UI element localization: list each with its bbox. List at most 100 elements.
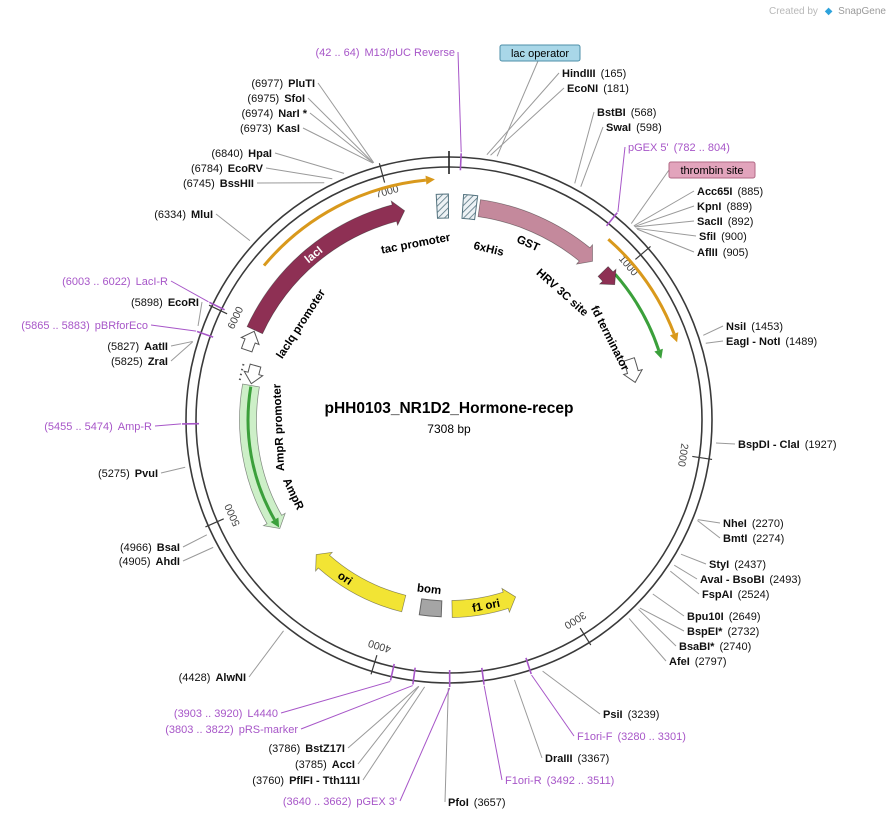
callout-sfii[interactable]: SfiI(900) (699, 231, 747, 243)
callout-hpai[interactable]: (6840)HpaI (211, 148, 272, 160)
callout-alwni[interactable]: (4428)AlwNI (179, 672, 246, 684)
callout-mlui-name: MluI (191, 209, 213, 221)
callout-zrai[interactable]: (5825)ZraI (111, 356, 168, 368)
callout-l4440[interactable]: (3903 .. 3920)L4440 (174, 708, 278, 720)
feature-label-6xhis[interactable]: 6xHis (472, 240, 505, 259)
feature-label-hrv-3c-site[interactable]: HRV 3C site (534, 267, 591, 319)
callout-econi-name: EcoNI (567, 83, 598, 95)
callout-amp-r[interactable]: (5455 .. 5474)Amp-R (44, 421, 152, 433)
callout-draiii-name: DraIII (545, 753, 573, 765)
feature-label-gst[interactable]: GST (515, 234, 541, 255)
callout-nari[interactable]: (6974)NarI * (241, 108, 307, 120)
feature-f1-ori[interactable] (451, 587, 517, 618)
callout-lac-operator[interactable]: lac operator (511, 48, 569, 60)
callout-alwni-name: AlwNI (215, 672, 246, 684)
callout-sfoi[interactable]: (6975)SfoI (247, 93, 305, 105)
feature-gold-arc-right[interactable] (607, 238, 676, 335)
callout-prs-marker[interactable]: (3803 .. 3822)pRS-marker (165, 724, 298, 736)
callout-m13-puc-reverse[interactable]: (42 .. 64)M13/pUC Reverse (315, 47, 455, 59)
feature-label-bom[interactable]: bom (416, 582, 442, 597)
callout-f1ori-f[interactable]: F1ori-F(3280 .. 3301) (577, 731, 686, 743)
callout-acci[interactable]: (3785)AccI (295, 759, 355, 771)
feature-label-ampr[interactable]: AmpR (280, 476, 306, 512)
callout-eagi-noti[interactable]: EagI - NotI(1489) (726, 336, 817, 348)
feature-ampr-orf[interactable] (246, 386, 276, 521)
callout-bsai[interactable]: (4966)BsaI (120, 542, 180, 554)
callout-bmti[interactable]: BmtI(2274) (723, 533, 784, 545)
callout-nsii[interactable]: NsiI(1453) (726, 321, 783, 333)
callout-laci-r[interactable]: (6003 .. 6022)LacI-R (62, 276, 168, 288)
callout-aatii[interactable]: (5827)AatII (107, 341, 168, 353)
plasmid-length: 7308 bp (427, 422, 471, 436)
callout-bpu10i[interactable]: Bpu10I(2649) (687, 611, 760, 623)
callout-sacii[interactable]: SacII(892) (697, 216, 753, 228)
callout-kasi[interactable]: (6973)KasI (240, 123, 300, 135)
scale-tick-7000 (378, 163, 386, 183)
callout-pgex-5[interactable]: pGEX 5'(782 .. 804) (628, 142, 730, 154)
feature-bom[interactable] (418, 598, 443, 618)
callout-acc65i-line (633, 190, 695, 227)
callout-bspei-line (639, 607, 685, 632)
callout-pbrforeco[interactable]: (5865 .. 5883)pBRforEco (21, 320, 148, 332)
feature-ampr-promoter[interactable] (243, 363, 264, 385)
callout-psii[interactable]: PsiI(3239) (603, 709, 659, 721)
callout-swai[interactable]: SwaI(598) (606, 122, 662, 134)
callout-acc65i[interactable]: Acc65I(885) (697, 186, 763, 198)
feature-hrv-3c-site[interactable] (597, 266, 617, 285)
callout-nhei[interactable]: NheI(2270) (723, 518, 784, 530)
callout-pfoi[interactable]: PfoI(3657) (448, 797, 506, 809)
callout-bstbi[interactable]: BstBI(568) (597, 107, 656, 119)
callout-thrombin-site[interactable]: thrombin site (681, 165, 744, 177)
feature-laciq-promoter[interactable] (240, 330, 260, 353)
callout-lac-operator-highlight[interactable] (499, 44, 581, 62)
feature-gst[interactable] (477, 199, 593, 265)
callout-f1ori-r[interactable]: F1ori-R(3492 .. 3511) (505, 775, 614, 787)
primer-ticks-layer (182, 153, 618, 688)
callout-aflii[interactable]: AflII(905) (697, 247, 748, 259)
feature-gold-arc-left[interactable] (262, 178, 427, 267)
feature-label-f1-ori[interactable]: f1 ori (471, 598, 501, 615)
callout-swai-position: (598) (636, 122, 662, 134)
callout-draiii[interactable]: DraIII(3367) (545, 753, 609, 765)
feature-fd-terminator[interactable] (622, 357, 644, 384)
callout-nhei-line (697, 519, 721, 524)
callout-pflfi-tth111i-line (362, 686, 426, 781)
feature-ampr[interactable] (239, 383, 286, 529)
callout-acci-line (357, 685, 420, 765)
callout-pgex-3[interactable]: (3640 .. 3662)pGEX 3' (283, 796, 397, 808)
callout-ecorv[interactable]: (6784)EcoRV (191, 163, 264, 175)
callout-ecori[interactable]: (5898)EcoRI (131, 297, 199, 309)
callout-bsshii[interactable]: (6745)BssHII (183, 178, 254, 190)
callout-mlui[interactable]: (6334)MluI (154, 209, 213, 221)
feature-six-his[interactable] (461, 193, 479, 221)
callout-fspai[interactable]: FspAI(2524) (702, 589, 769, 601)
callout-bspei[interactable]: BspEI*(2732) (687, 626, 759, 638)
callout-hindiii[interactable]: HindIII(165) (562, 68, 626, 80)
callout-kpni[interactable]: KpnI(889) (697, 201, 752, 213)
feature-label-tac-promoter[interactable]: tac promoter (380, 232, 452, 257)
feature-tac-promoter[interactable] (435, 193, 450, 219)
callout-bsabi[interactable]: BsaBI*(2740) (679, 641, 751, 653)
callout-pvui[interactable]: (5275)PvuI (98, 468, 158, 480)
feature-label-fd-terminator[interactable]: fd terminator (588, 304, 631, 373)
callout-bspdi-clai[interactable]: BspDI - ClaI(1927) (738, 439, 837, 451)
feature-ori[interactable] (315, 551, 407, 613)
callout-avai-bsobi[interactable]: AvaI - BsoBI(2493) (700, 574, 801, 586)
feature-insert-orf[interactable] (614, 273, 661, 351)
callout-thrombin-site-highlight[interactable] (668, 161, 756, 179)
callout-bsai-name: BsaI (157, 542, 180, 554)
feature-insert-orf-arrowhead-icon (654, 348, 663, 359)
callout-sfii-name: SfiI (699, 231, 716, 243)
callout-styi[interactable]: StyI(2437) (709, 559, 766, 571)
feature-label-ampr-promoter[interactable]: AmpR promoter (271, 383, 287, 471)
callout-afei[interactable]: AfeI(2797) (669, 656, 727, 668)
callout-pluti[interactable]: (6977)PluTI (251, 78, 315, 90)
callout-ahdi[interactable]: (4905)AhdI (119, 556, 180, 568)
callout-hindiii-name: HindIII (562, 68, 596, 80)
feature-laci[interactable] (246, 200, 406, 335)
callout-ecori-position: (5898) (131, 297, 163, 309)
callout-pflfi-tth111i[interactable]: (3760)PflFI - Tth111I (252, 775, 360, 787)
callout-bstz17i[interactable]: (3786)BstZ17I (268, 743, 345, 755)
callout-econi[interactable]: EcoNI(181) (567, 83, 629, 95)
